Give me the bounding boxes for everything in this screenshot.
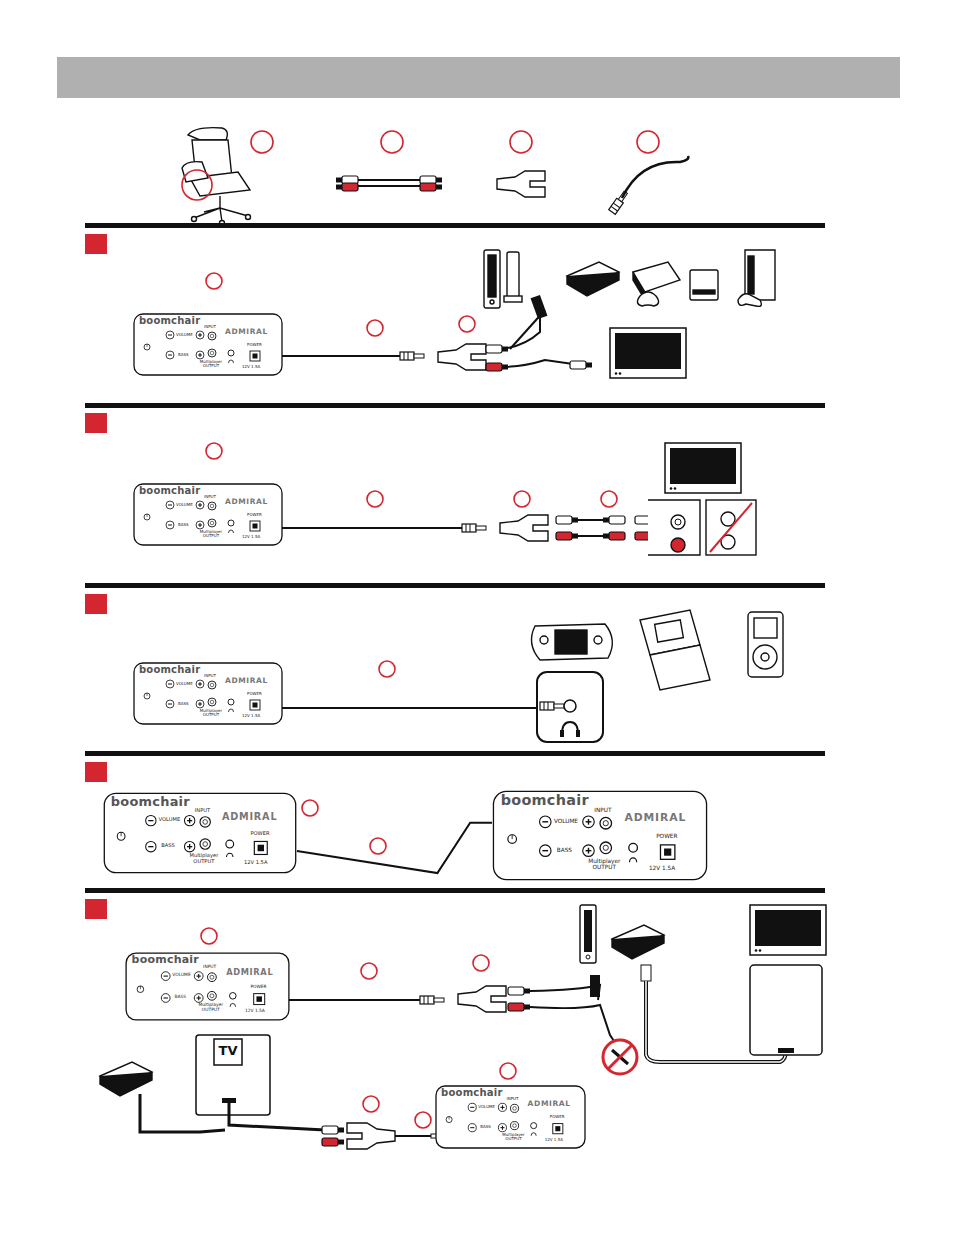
power-label: POWER [247,513,262,517]
volume-label: VOLUME [172,973,190,978]
brand-logo: ADMIRAL [225,498,268,506]
input-label: INPUT [594,807,611,813]
power-rating: 12V 1.5A [242,714,260,718]
bass-label: BASS [557,847,572,853]
boomchair-control-panel: boomchairADMIRAL VOLUME BASS INPUT Multiplay… [492,790,708,881]
brand-logo: ADMIRAL [222,812,277,823]
power-rating: 12V 1.5A [244,860,267,866]
bass-label: BASS [161,843,175,849]
brand-logo: ADMIRAL [528,1100,571,1108]
bass-label: BASS [480,1125,491,1129]
volume-label: VOLUME [554,818,578,824]
brand-name: boomchair [139,315,200,326]
power-rating: 12V 1.5A [649,865,675,871]
volume-label: VOLUME [176,503,193,507]
brand-name: boomchair [111,795,190,809]
brand-name: boomchair [139,664,200,675]
boomchair-control-panel: boomchairADMIRAL VOLUME BASS INPUT Multiplay… [133,662,283,725]
bass-label: BASS [178,523,189,527]
boomchair-control-panel: boomchairADMIRAL VOLUME BASS INPUT Multiplay… [435,1085,586,1149]
power-rating: 12V 1.5A [242,535,260,539]
power-label: POWER [250,985,266,990]
brand-logo: ADMIRAL [225,677,268,685]
boomchair-control-panel: boomchairADMIRAL VOLUME BASS INPUT Multiplay… [125,952,290,1021]
brand-name: boomchair [139,485,200,496]
input-label: INPUT [204,495,216,499]
boomchair-control-panel: boomchairADMIRAL VOLUME BASS INPUT Multiplay… [103,792,297,874]
multiplayer-label: Multiplayer OUTPUT [581,858,627,871]
multiplayer-label: Multiplayer OUTPUT [183,853,224,864]
bass-label: BASS [178,353,189,357]
volume-label: VOLUME [478,1105,495,1109]
input-label: INPUT [195,808,210,814]
multiplayer-label: Multiplayer OUTPUT [193,1003,228,1013]
volume-label: VOLUME [159,817,181,823]
power-label: POWER [656,833,677,839]
volume-label: VOLUME [176,333,193,337]
volume-label: VOLUME [176,682,193,686]
power-rating: 12V 1.5A [245,1009,265,1014]
input-label: INPUT [204,674,216,678]
boomchair-control-panel: boomchairADMIRAL VOLUME BASS INPUT Multiplay… [133,313,283,376]
multiplayer-label: Multiplayer OUTPUT [497,1133,529,1142]
input-label: INPUT [203,965,216,970]
bass-label: BASS [175,995,187,1000]
power-label: POWER [250,831,269,837]
power-rating: 12V 1.5A [545,1138,563,1142]
power-rating: 12V 1.5A [242,365,260,369]
boomchair-control-panel: boomchairADMIRAL VOLUME BASS INPUT Multiplay… [133,483,283,546]
brand-name: boomchair [132,954,199,966]
brand-logo: ADMIRAL [225,328,268,336]
power-label: POWER [247,343,262,347]
tv-label: TV [216,1043,240,1058]
brand-name: boomchair [501,793,589,809]
multiplayer-cable [297,823,492,873]
input-label: INPUT [204,325,216,329]
brand-logo: ADMIRAL [226,968,273,977]
brand-logo: ADMIRAL [624,812,686,824]
multiplayer-label: Multiplayer OUTPUT [195,530,227,539]
multiplayer-label: Multiplayer OUTPUT [195,709,227,718]
power-label: POWER [550,1115,565,1119]
brand-name: boomchair [441,1087,503,1098]
power-label: POWER [247,692,262,696]
input-label: INPUT [506,1097,518,1101]
bass-label: BASS [178,702,189,706]
multiplayer-label: Multiplayer OUTPUT [195,360,227,369]
